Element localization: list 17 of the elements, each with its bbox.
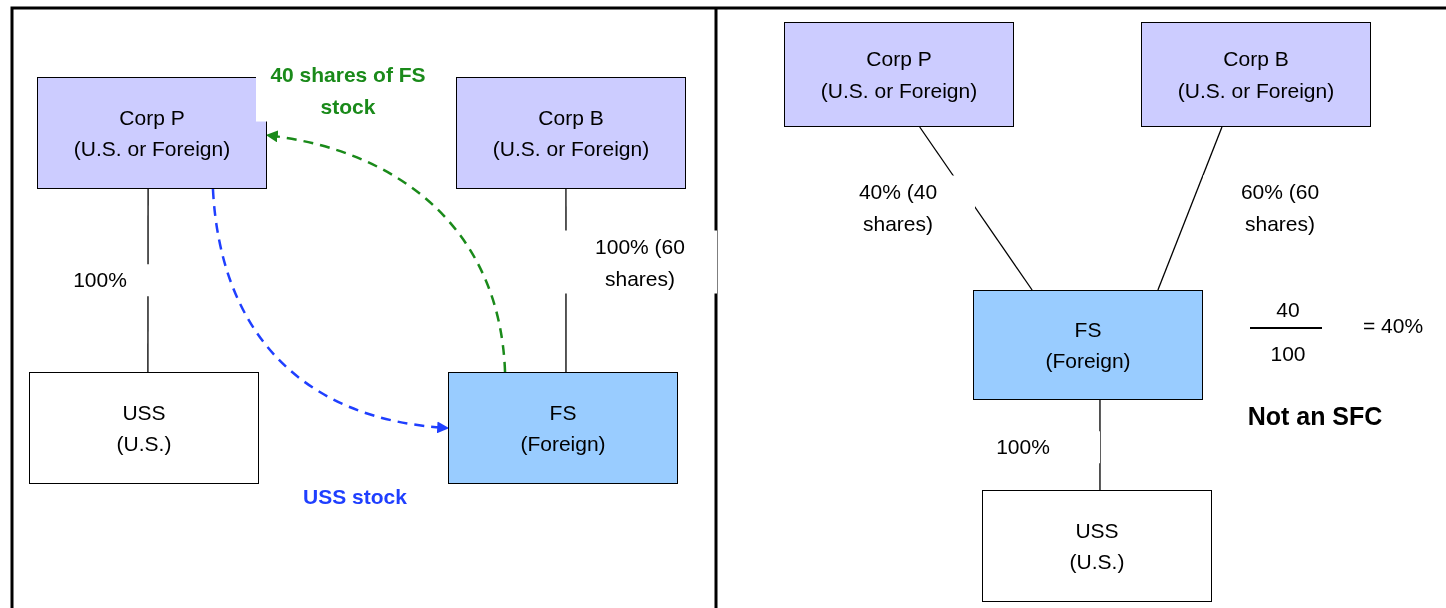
transfer-arrow [265,130,507,373]
subsidiary-box: FS (Foreign) [973,290,1203,400]
fraction-denominator: 100 [1270,342,1306,366]
conclusion-note: Not an SFC [1247,401,1383,431]
subsidiary-box: USS (U.S.) [29,372,259,484]
ownership-line [1157,126,1223,291]
corporation-box: Corp B (U.S. or Foreign) [1141,22,1371,127]
ownership-line [1099,399,1101,491]
percentage-result: = 40% [1362,314,1424,338]
subsidiary-box: FS (Foreign) [448,372,678,484]
fraction-numerator: 40 [1276,298,1300,322]
transfer-arrow [211,188,450,433]
corporation-box: Corp P (U.S. or Foreign) [784,22,1014,127]
edge-label: 100% (60 shares) [563,230,717,294]
subsidiary-box: USS (U.S.) [982,490,1212,602]
corporation-box: Corp P (U.S. or Foreign) [37,77,267,189]
corporation-box: Corp B (U.S. or Foreign) [456,77,686,189]
